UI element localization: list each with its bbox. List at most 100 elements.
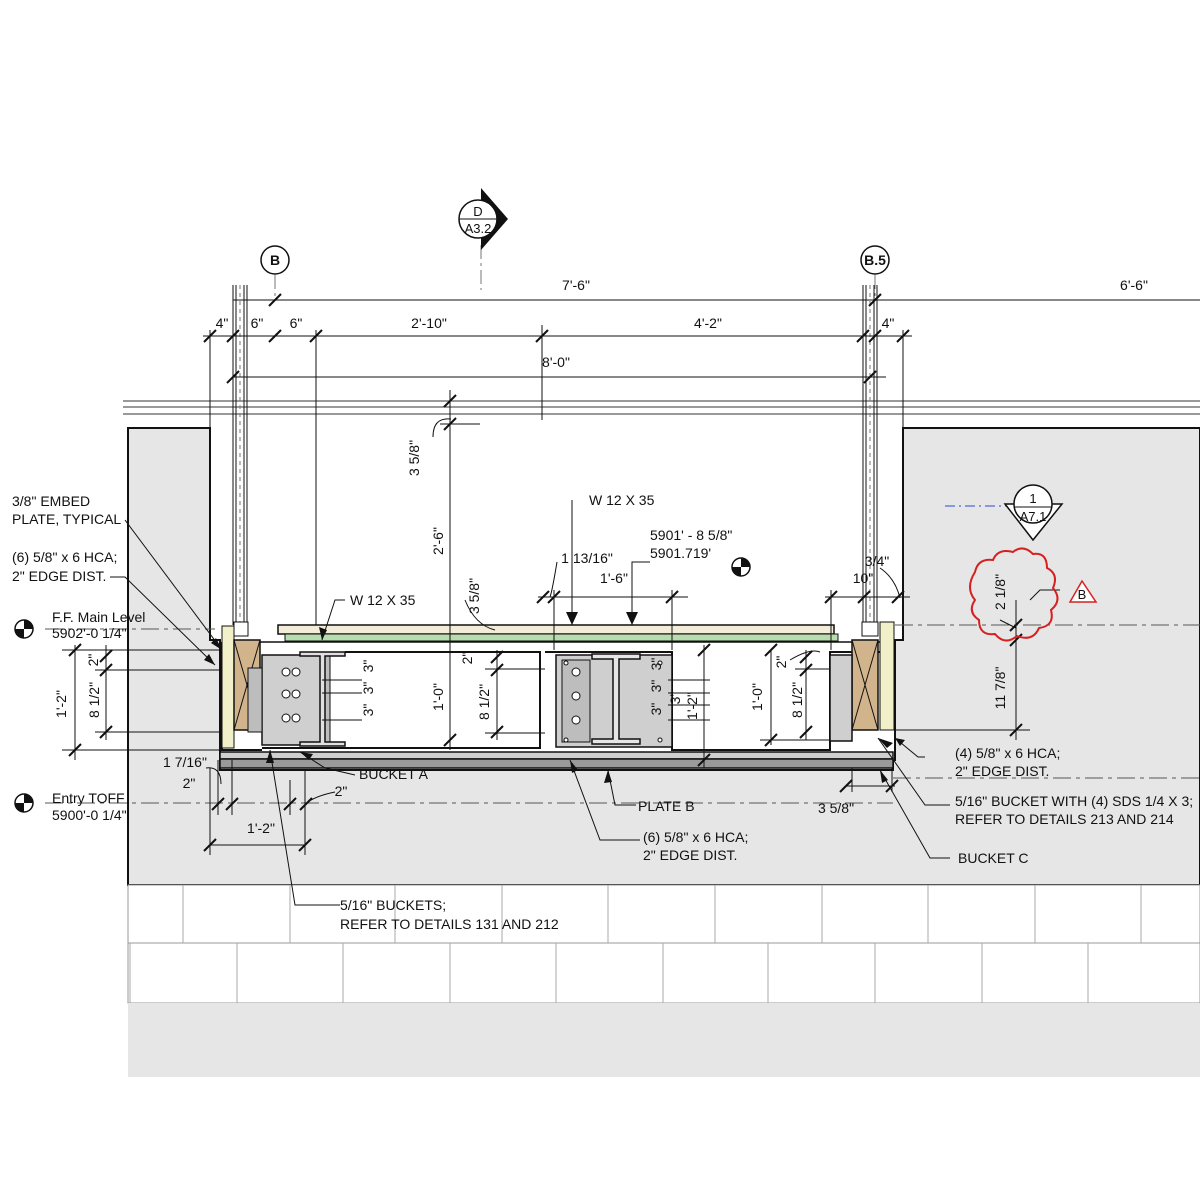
section-tag-top-number: D [473, 204, 482, 219]
grid-label-b: B [270, 252, 280, 268]
leader-arrows [204, 612, 905, 783]
revision-cloud [969, 547, 1059, 642]
dim-3-c: 3" [360, 704, 376, 717]
wall-left [232, 285, 248, 625]
dim-1-2-mid: 1'-2" [684, 692, 700, 720]
note-beam-top: W 12 X 35 [589, 492, 655, 508]
dimension-lines [62, 293, 1200, 855]
deck-green [284, 633, 839, 642]
revision-tag: B [1068, 579, 1098, 603]
elevation-marker [731, 557, 751, 577]
note-hca6-line2: 2" EDGE DIST. [12, 568, 106, 584]
grid-bubble-b: B [260, 245, 290, 275]
note-embed-line2: PLATE, TYPICAL [12, 511, 121, 527]
dim-3-g: 3" [667, 692, 683, 705]
note-sds-line2: REFER TO DETAILS 213 AND 214 [955, 811, 1174, 827]
note-hca6-mid-line2: 2" EDGE DIST. [643, 847, 737, 863]
level-labels: F.F. Main Level 5902'-0 1/4" Entry TOFF … [52, 527, 732, 823]
level-main-name: F.F. Main Level [52, 609, 145, 625]
note-hca6-mid-line1: (6) 5/8" x 6 HCA; [643, 829, 748, 845]
dim-1-6: 1'-6" [600, 570, 628, 586]
dim-3-e: 3" [648, 680, 664, 693]
note-buckets-line2: REFER TO DETAILS 131 AND 212 [340, 916, 559, 932]
base-band [128, 1003, 1200, 1077]
dim-11-7-8: 11 7/8" [992, 667, 1008, 710]
dim-8-0: 8'-0" [542, 354, 570, 370]
section-tag-right-sheet: A7.1 [1020, 509, 1047, 524]
revision-tag-letter: B [1078, 587, 1087, 602]
dim-3-5-8-top: 3 5/8" [406, 440, 422, 476]
dim-3-5-8-bot: 3 5/8" [818, 800, 854, 816]
note-buckets-line1: 5/16" BUCKETS; [340, 897, 446, 913]
ceiling-lines [123, 400, 1200, 415]
note-hca6-line1: (6) 5/8" x 6 HCA; [12, 549, 117, 565]
note-embed-line1: 3/8" EMBED [12, 493, 90, 509]
dim-6-a: 6" [251, 315, 264, 331]
dim-2-bot-a: 2" [183, 775, 196, 791]
dim-4-2: 4'-2" [694, 315, 722, 331]
level-main-elev: 5902'-0 1/4" [52, 625, 127, 641]
embed-right [851, 621, 895, 731]
level-marker-main [14, 619, 34, 639]
dim-1-2-bot: 1'-2" [247, 820, 275, 836]
note-hca4-line2: 2" EDGE DIST. [955, 763, 1049, 779]
dim-3-5-8-mid: 3 5/8" [466, 578, 482, 614]
deck-topping [277, 624, 835, 635]
dim-10: 10" [853, 570, 874, 586]
bucket-a-shape [247, 651, 346, 747]
leader-lines [110, 418, 1060, 906]
bucket-c-shape [829, 654, 853, 742]
note-sds-line1: 5/16" BUCKET WITH (4) SDS 1/4 X 3; [955, 793, 1193, 809]
dim-1-2-left: 1'-2" [53, 690, 69, 718]
dim-3-d: 3" [648, 658, 664, 671]
dim-3-a: 3" [360, 660, 376, 673]
section-tag-right-number: 1 [1029, 491, 1036, 506]
note-bucket-a: BUCKET A [359, 766, 429, 782]
note-plate-b: PLATE B [638, 798, 695, 814]
dim-4-right: 4" [882, 315, 895, 331]
dim-1-0-b: 1'-0" [749, 683, 765, 711]
block-joints [129, 885, 1142, 1003]
block-course-1 [127, 884, 1200, 944]
dim-2-right: 2" [773, 656, 789, 669]
note-beam-left: W 12 X 35 [350, 592, 416, 608]
grid-label-b5: B.5 [864, 252, 886, 268]
dim-2-10: 2'-10" [411, 315, 447, 331]
block-course-2 [127, 942, 1200, 1004]
bucket-b-shape [555, 653, 673, 748]
dim-2-bot-b: 2" [335, 783, 348, 799]
dim-1-7-16: 1 7/16" [163, 754, 207, 770]
note-bucket-c: BUCKET C [958, 850, 1029, 866]
dim-8-1-2-right: 8 1/2" [789, 682, 805, 718]
dim-2-mid: 2" [459, 652, 475, 665]
plate-b-shape [219, 751, 894, 769]
dimension-text: 7'-6" 6'-6" 4" 6" 6" 2'-10" 4'-2" 4" 8'-… [53, 277, 1148, 836]
dim-2-1-8: 2 1/8" [992, 574, 1008, 610]
dim-8-1-2-left: 8 1/2" [86, 682, 102, 718]
dim-3-4: 3/4" [865, 553, 889, 569]
level-entry-elev: 5900'-0 1/4" [52, 807, 127, 823]
dim-3-f: 3" [648, 703, 664, 716]
concrete-masses [127, 427, 1200, 1077]
dim-2-6: 2'-6" [430, 527, 446, 555]
section-tag-right: 1 A7.1 [945, 484, 1064, 542]
dim-span-left: 7'-6" [562, 277, 590, 293]
elevation-tag-line1: 5901' - 8 5/8" [650, 527, 732, 543]
dim-1-0-a: 1'-0" [430, 683, 446, 711]
dim-span-right: 6'-6" [1120, 277, 1148, 293]
elevation-tag-line2: 5901.719' [650, 545, 711, 561]
dim-3-b: 3" [360, 682, 376, 695]
dim-6-b: 6" [290, 315, 303, 331]
grid-lines [274, 245, 876, 300]
dim-1-13-16: 1 13/16" [561, 550, 613, 566]
section-tag-top: D A3.2 [458, 188, 508, 250]
dim-8-1-2-mid: 8 1/2" [476, 684, 492, 720]
floor-deck [277, 624, 839, 642]
concrete-wall-left [127, 427, 1200, 886]
dim-2-left: 2" [85, 654, 101, 667]
grid-bubble-b5: B.5 [860, 245, 890, 275]
level-entry-name: Entry TOFF [52, 790, 125, 806]
note-hca4-line1: (4) 5/8" x 6 HCA; [955, 745, 1060, 761]
section-tag-top-sheet: A3.2 [465, 221, 492, 236]
